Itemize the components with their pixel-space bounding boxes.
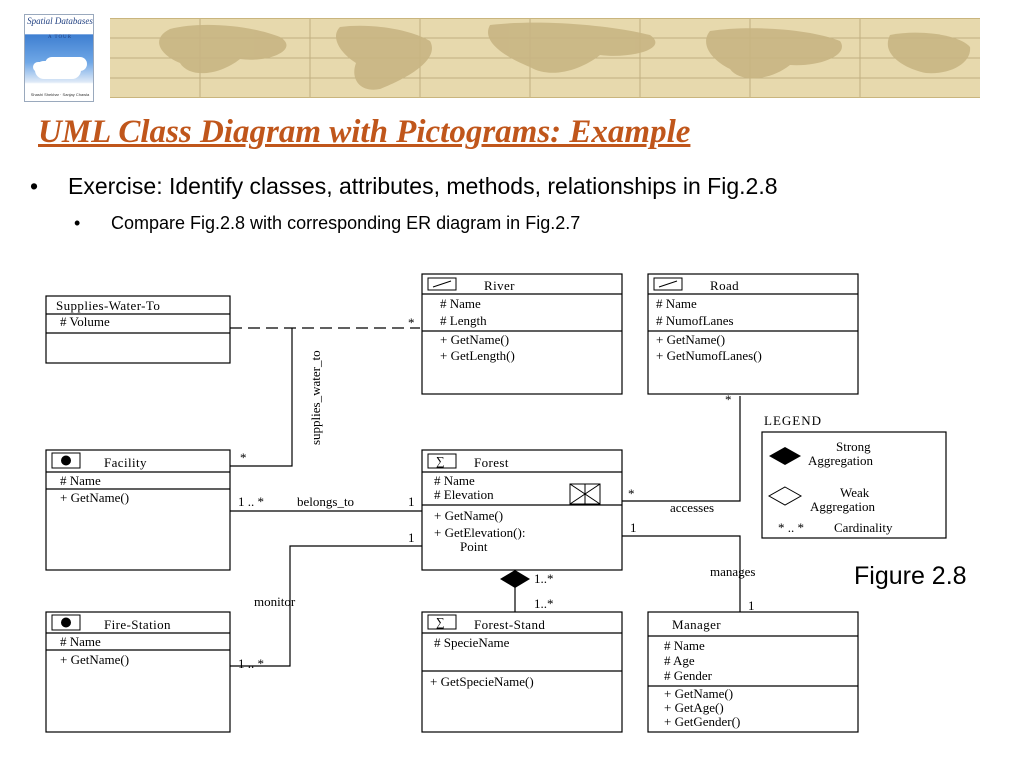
point-pictogram-icon [51,614,81,631]
class-supplies-water-to: Supplies-Water-To # Volume [45,295,231,364]
attribute: # Length [440,313,487,328]
polygon-pictogram-icon [427,614,457,630]
line-pictogram-icon [427,277,457,291]
class-manager: Manager # Name # Age # Gender + GetName(… [647,611,859,733]
weak-aggregation-legend-icon [767,486,803,506]
class-fire-station: Fire-Station # Name + GetName() [45,611,231,733]
legend-strong-line1: Strong [836,439,871,454]
book-title: Spatial Databases [27,16,93,26]
legend-title: LEGEND [764,413,822,428]
class-road: Road # Name # NumofLanes + GetName() + G… [647,273,859,395]
class-name: Forest-Stand [474,617,545,632]
attribute: # Elevation [434,487,494,502]
attribute: # Volume [60,314,110,329]
world-map-banner [110,18,980,98]
slide-title: UML Class Diagram with Pictograms: Examp… [38,114,691,150]
book-authors: Shashi Shekhar · Sanjay Chawla [30,92,90,97]
legend-cardinality-symbol: * .. * [778,520,804,535]
point-pictogram-icon [51,452,81,469]
class-name: Facility [104,455,147,470]
method: + GetName() [664,686,733,701]
method: + GetElevation(): [434,525,525,540]
method: + GetNumofLanes() [656,348,762,363]
legend-strong-line2: Aggregation [808,453,873,468]
class-name: Road [710,278,739,293]
map-graphic [110,19,980,97]
multiplicity-aggregation-stand: 1..* [534,596,554,611]
method: + GetSpecieName() [430,674,534,689]
label-accesses: accesses [670,500,714,515]
manages-line [622,535,741,612]
attribute: # Name [440,296,481,311]
multiplicity-forest-monitor: 1 [408,530,415,545]
method: Point [460,539,488,554]
legend-cardinality-label: Cardinality [834,520,893,535]
supplies-water-to-line [230,328,293,467]
multiplicity-facility-supplies: * [240,450,247,465]
attribute: # Name [434,473,475,488]
attribute: # Gender [664,668,713,683]
class-name: Fire-Station [104,617,171,632]
multiplicity-manager: 1 [748,598,755,613]
strong-aggregation-legend-icon [769,447,801,465]
polygon-pictogram-icon [427,453,457,469]
book-subtitle: A TOUR [47,35,72,40]
label-belongs-to: belongs_to [297,494,354,509]
bullet-text: Exercise: Identify classes, attributes, … [68,173,778,199]
strong-aggregation-diamond [500,570,530,588]
method: + GetName() [440,332,509,347]
multiplicity-road: * [725,392,732,407]
method: + GetName() [434,508,503,523]
label-supplies-water-to: supplies_water_to [308,350,323,445]
class-name: Supplies-Water-To [56,298,160,313]
monitor-line [230,545,422,667]
attribute: # Age [664,653,695,668]
legend-weak-line1: Weak [840,485,870,500]
label-manages: manages [710,564,755,579]
multiplicity-aggregation-forest: 1..* [534,571,554,586]
multiplicity-forest-belongs: 1 [408,494,415,509]
header-banner: Spatial Databases A TOUR Shashi Shekhar … [0,0,1024,102]
multiplicity-fire-station: 1 .. * [238,656,264,671]
bullet-marker: • [74,213,81,233]
book-cover-image: Spatial Databases A TOUR Shashi Shekhar … [24,14,94,102]
class-forest: ∑ Forest # Name # Elevation + GetName() … [421,449,623,571]
method: + GetName() [60,490,129,505]
sub-bullet-item-compare: • Compare Fig.2.8 with corresponding ER d… [74,213,580,234]
figure-caption: Figure 2.8 [854,562,967,590]
attribute: # Name [656,296,697,311]
bullet-item-exercise: • Exercise: Identify classes, attributes,… [30,173,778,200]
method: + GetName() [656,332,725,347]
multiplicity-facility-belongs: 1 .. * [238,494,264,509]
attribute: # Name [60,634,101,649]
attribute: # NumofLanes [656,313,734,328]
method: + GetAge() [664,700,724,715]
multiplicity-forest-manages: 1 [630,520,637,535]
legend-weak-line2: Aggregation [810,499,875,514]
attribute: # SpecieName [434,635,510,650]
class-name: Manager [672,617,721,632]
class-name: River [484,278,515,293]
legend: LEGEND Strong Aggregation Weak Aggregati… [761,413,947,539]
bullet-text: Compare Fig.2.8 with corresponding ER di… [111,213,581,233]
class-forest-stand: ∑ Forest-Stand # SpecieName + GetSpecieN… [421,611,623,733]
attribute: # Name [60,473,101,488]
method: + GetLength() [440,348,515,363]
accesses-line [622,396,741,502]
multiplicity-forest-accesses: * [628,486,635,501]
class-name: Forest [474,455,509,470]
line-pictogram-icon [653,277,683,291]
label-monitor: monitor [254,594,296,609]
bullet-marker: • [30,173,39,199]
class-facility: Facility # Name + GetName() [45,449,231,571]
sigma-glyph: ∑ [436,615,445,629]
class-river: River # Name # Length + GetName() + GetL… [421,273,623,395]
sigma-glyph: ∑ [436,454,445,468]
multiplicity-river: * [408,315,415,330]
attribute: # Name [664,638,705,653]
method: + GetGender() [664,714,740,729]
cloud-illustration [35,61,81,79]
method: + GetName() [60,652,129,667]
